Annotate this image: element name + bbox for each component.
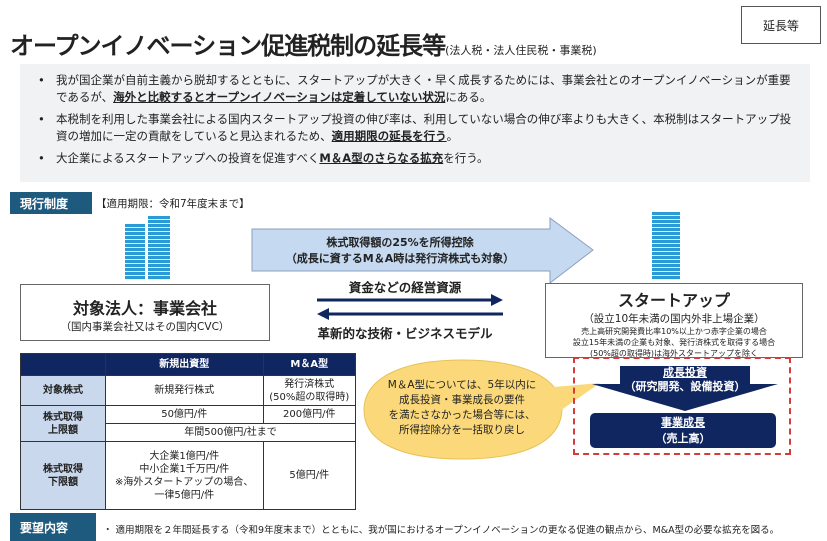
bullet-1: 我が国企業が自前主義から脱却するとともに、スタートアップが大きく・早く成長するた… (34, 72, 800, 106)
request-label: 要望内容 (10, 513, 96, 541)
exchange-arrows (317, 294, 503, 320)
bullet-3: 大企業によるスタートアップへの投資を促進すべくM＆A型のさらなる拡充を行う。 (34, 150, 800, 167)
extension-badge: 延長等 (741, 6, 821, 44)
resources-label: 資金などの経営資源 (348, 280, 462, 295)
tax-deduction-arrow: 株式取得額の25%を所得控除（成長に資するM＆A時は発行済株式も対象） (250, 217, 595, 284)
company-building-icon (125, 216, 170, 280)
title-text: オープンイノベーション促進税制の延長等 (10, 32, 446, 60)
startup-box: スタートアップ（設立10年未満の国内外非上場企業） 売上高研究開発費比率10%以… (545, 283, 803, 358)
startup-building-icon (652, 212, 680, 280)
growth-requirements-box (573, 357, 791, 455)
summary-panel: 我が国企業が自前主義から脱却するとともに、スタートアップが大きく・早く成長するた… (20, 64, 810, 182)
clawback-note-bubble: M＆A型については、5年以内に成長投資・事業成長の要件を満たさなかった場合等には… (362, 358, 600, 461)
title-sub: (法人税・法人住民税・事業税) (445, 44, 597, 57)
target-corporation-box: 対象法人：事業会社（国内事業会社又はその国内CVC） (20, 284, 270, 341)
bullet-2: 本税制を利用した事業会社による国内スタートアップ投資の伸び率は、利用していない場… (34, 111, 800, 145)
current-period: 【適用期限：令和7年度末まで】 (96, 198, 250, 210)
request-text: ・ 適用期限を２年間延長する（令和9年度末まで）とともに、我が国におけるオープン… (103, 525, 780, 536)
current-system-label: 現行制度 (10, 192, 92, 214)
page-title: オープンイノベーション促進税制の延長等(法人税・法人住民税・事業税) (10, 26, 597, 61)
technology-label: 革新的な技術・ビジネスモデル (317, 326, 493, 341)
growth-investment-arrow: 成長投資（研究開発、設備投資） (590, 366, 780, 411)
business-growth-box: 事業成長（売上高） (590, 413, 776, 448)
